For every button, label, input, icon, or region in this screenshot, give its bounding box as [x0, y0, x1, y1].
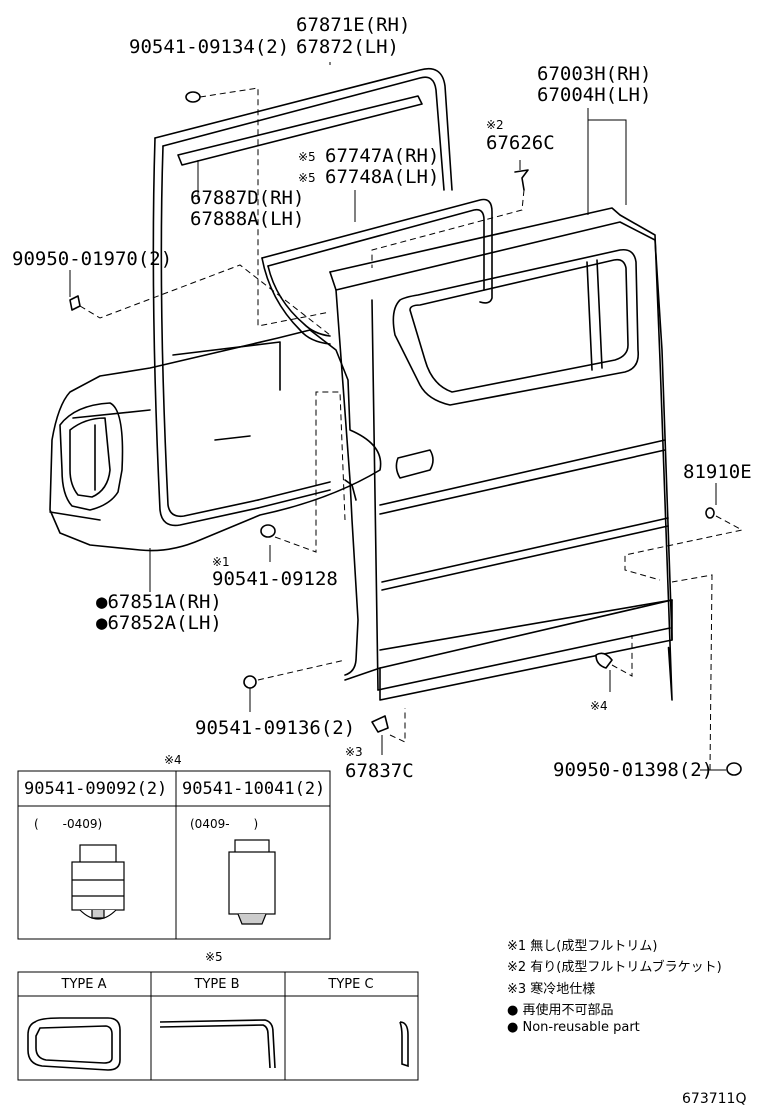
- upper-rail-strip: [177, 95, 423, 166]
- type-b-header: TYPE B: [194, 977, 240, 992]
- table5-mark: ※5: [205, 950, 223, 964]
- part-label-81910E: 81910E: [683, 461, 752, 483]
- leader-lines: [69, 62, 726, 771]
- part-label-67004H: 67004H(LH): [537, 84, 652, 106]
- type-a-header: TYPE A: [61, 977, 107, 992]
- part-label-67747A: 67747A(RH): [325, 145, 440, 167]
- table5-grid: [17, 971, 419, 1081]
- part-label-90541-09128: 90541-09128: [212, 568, 338, 590]
- part-label-67748A: 67748A(LH): [325, 166, 440, 188]
- part-label-90541-09136: 90541-09136(2): [195, 717, 356, 739]
- part-label-67871E: 67871E(RH): [296, 14, 411, 36]
- table4-col1-date: ( -0409): [34, 817, 103, 831]
- part-label-67837C: 67837C: [345, 760, 414, 782]
- fasteners: [69, 91, 742, 776]
- note-3: ※3 寒冷地仕様: [507, 982, 596, 997]
- table4-grid: [17, 770, 331, 940]
- part-label-67626C: 67626C: [486, 132, 555, 154]
- door-panel: [329, 207, 673, 701]
- clip-drawings: [71, 839, 276, 925]
- diagram-id: 673711Q: [682, 1091, 747, 1107]
- part-label-67852A: ●67852A(LH): [96, 612, 222, 634]
- part-label-90541-09134: 90541-09134(2): [129, 36, 290, 58]
- table4-mark: ※4: [164, 753, 182, 767]
- part-label-67872: 67872(LH): [296, 36, 399, 58]
- type-c-header: TYPE C: [328, 977, 374, 992]
- table4-col2-date: (0409- ): [190, 817, 259, 831]
- mark-3: ※3: [345, 745, 363, 759]
- note-5: ● Non-reusable part: [507, 1020, 640, 1035]
- type-shapes: [27, 1017, 409, 1071]
- mark-5-a: ※5: [298, 150, 316, 164]
- part-label-67887D: 67887D(RH): [190, 187, 305, 209]
- mark-1: ※1: [212, 555, 230, 569]
- table4-col2-header: 90541-10041(2): [182, 779, 326, 799]
- part-label-90950-01398: 90950-01398(2): [553, 759, 714, 781]
- mark-5-b: ※5: [298, 171, 316, 185]
- mark-4: ※4: [590, 699, 608, 713]
- mark-2: ※2: [486, 118, 504, 132]
- note-2: ※2 有り(成型フルトリムブラケット): [507, 960, 722, 975]
- part-label-67888A: 67888A(LH): [190, 208, 305, 230]
- part-label-67003H: 67003H(RH): [537, 63, 652, 85]
- door-opening-weatherstrip: [152, 67, 453, 527]
- part-label-67851A: ●67851A(RH): [96, 591, 222, 613]
- window-weatherstrip: [261, 198, 493, 345]
- door-trim-board: [49, 329, 382, 552]
- part-label-90950-01970: 90950-01970(2): [12, 248, 173, 270]
- table4-col1-header: 90541-09092(2): [24, 779, 168, 799]
- note-4: ● 再使用不可部品: [507, 1003, 614, 1018]
- callout-dashes: [79, 87, 744, 771]
- note-1: ※1 無し(成型フルトリム): [507, 939, 658, 954]
